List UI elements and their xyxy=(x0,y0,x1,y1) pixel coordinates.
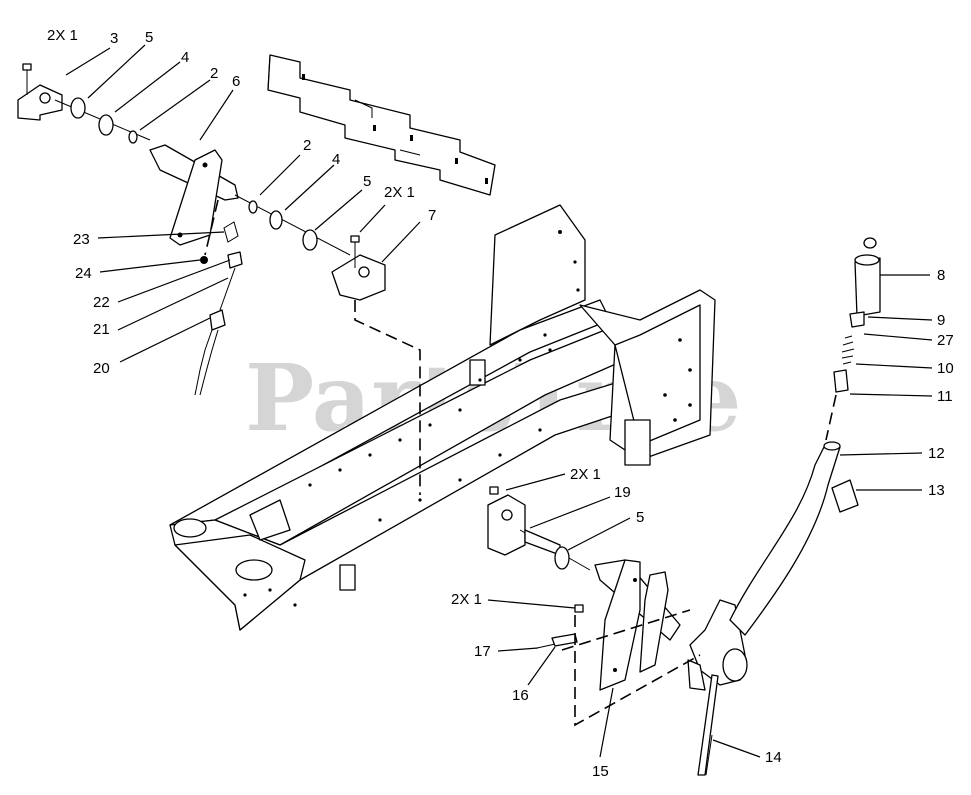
callout-17: 17 xyxy=(474,643,491,660)
callout-2b: 2 xyxy=(303,137,311,154)
shift-lever[interactable] xyxy=(729,441,859,636)
callout-14: 14 xyxy=(765,749,782,766)
callout-10: 10 xyxy=(937,360,954,377)
callout-labels: 2X 1 3 5 4 2 6 2 4 5 2X 1 7 23 24 22 21 … xyxy=(47,27,954,780)
callout-4b: 4 xyxy=(332,151,340,168)
callout-19: 19 xyxy=(614,484,631,501)
callout-5c: 5 xyxy=(636,509,644,526)
callout-6: 6 xyxy=(232,73,240,90)
callout-12: 12 xyxy=(928,445,945,462)
leader-lines xyxy=(65,44,933,758)
upper-mounting-plate[interactable] xyxy=(267,54,496,196)
callout-13: 13 xyxy=(928,482,945,499)
callout-2a: 2 xyxy=(210,65,218,82)
callout-2x1-top: 2X 1 xyxy=(47,27,78,44)
upper-left-assembly[interactable] xyxy=(17,63,386,396)
callout-2x1-right: 2X 1 xyxy=(570,466,601,483)
callout-23: 23 xyxy=(73,231,90,248)
callout-16: 16 xyxy=(512,687,529,704)
callout-11: 11 xyxy=(937,388,953,405)
callout-15: 15 xyxy=(592,763,609,780)
callout-2x1-low: 2X 1 xyxy=(451,591,482,608)
callout-21: 21 xyxy=(93,321,110,338)
callout-27: 27 xyxy=(937,332,954,349)
callout-8: 8 xyxy=(937,267,945,284)
shift-knob-assembly[interactable] xyxy=(825,237,881,441)
callout-20: 20 xyxy=(93,360,110,377)
lower-right-assembly[interactable] xyxy=(487,486,748,776)
callout-5b: 5 xyxy=(363,173,371,190)
callout-5a: 5 xyxy=(145,29,153,46)
callout-2x1-mid: 2X 1 xyxy=(384,184,415,201)
callout-4a: 4 xyxy=(181,49,189,66)
callout-24: 24 xyxy=(75,265,92,282)
callout-7: 7 xyxy=(428,207,436,224)
assembly-lines xyxy=(204,199,701,727)
callout-3: 3 xyxy=(110,30,118,47)
callout-22: 22 xyxy=(93,294,110,311)
tractor-frame[interactable] xyxy=(169,204,716,631)
callout-9: 9 xyxy=(937,312,945,329)
